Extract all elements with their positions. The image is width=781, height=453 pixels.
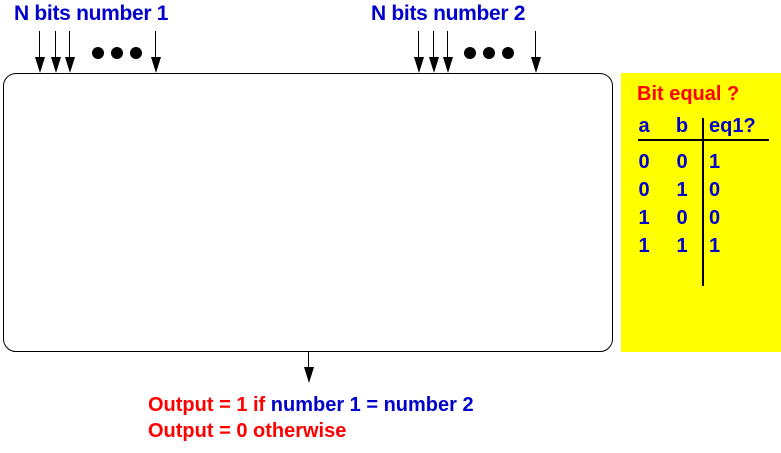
arrow-head	[442, 57, 453, 73]
input-arrow-right-2	[428, 31, 439, 73]
ellipsis-dot-right-3	[502, 47, 514, 59]
arrow-head	[150, 57, 161, 73]
input-arrow-left-1	[34, 31, 45, 73]
cell-a: 0	[638, 151, 650, 173]
cell-eq1: 1	[709, 151, 721, 173]
arrow-stem	[534, 31, 537, 57]
ellipsis-dot-right-2	[483, 47, 495, 59]
output-caption-line-2: Output = 0 otherwise	[148, 418, 474, 444]
output-line-2-otherwise: Output = 0 otherwise	[148, 420, 347, 442]
arrow-head	[50, 57, 61, 73]
input-arrow-left-2	[50, 31, 61, 73]
truth-table-panel: Bit equal ? a b eq1? 0 0 1 0 1 0 1 0 0 1…	[621, 73, 781, 352]
cell-a: 1	[638, 207, 650, 229]
output-line-1-expression: number 1 = number 2	[270, 394, 474, 416]
arrow-head	[530, 57, 541, 73]
input-label-number-2: N bits number 2	[371, 2, 526, 25]
input-arrow-right-3	[442, 31, 453, 73]
arrow-head	[303, 367, 314, 383]
cell-eq1: 1	[709, 235, 721, 257]
ellipsis-dot-left-3	[130, 47, 142, 59]
ellipsis-dot-right-1	[464, 47, 476, 59]
output-caption: Output = 1 if number 1 = number 2 Output…	[148, 392, 474, 444]
input-arrow-left-4	[150, 31, 161, 73]
arrow-stem	[307, 352, 310, 372]
arrow-stem	[38, 31, 41, 57]
input-label-number-1: N bits number 1	[14, 2, 169, 25]
arrow-stem	[54, 31, 57, 57]
cell-eq1: 0	[709, 207, 721, 229]
ellipsis-dot-left-2	[111, 47, 123, 59]
output-caption-line-1: Output = 1 if number 1 = number 2	[148, 392, 474, 418]
arrow-stem	[417, 31, 420, 57]
input-arrow-left-3	[64, 31, 75, 73]
arrow-head	[413, 57, 424, 73]
arrow-stem	[446, 31, 449, 57]
arrow-head	[34, 57, 45, 73]
cell-b: 1	[676, 179, 688, 201]
cell-b: 1	[676, 235, 688, 257]
arrow-stem	[432, 31, 435, 57]
truth-table-column-divider	[702, 118, 704, 286]
cell-eq1: 0	[709, 179, 721, 201]
arrow-head	[428, 57, 439, 73]
comparator-block	[3, 73, 613, 352]
ellipsis-dot-left-1	[92, 47, 104, 59]
truth-table-header-b: b	[675, 115, 689, 137]
arrow-head	[64, 57, 75, 73]
arrow-stem	[68, 31, 71, 57]
truth-table-header-a: a	[638, 115, 650, 137]
arrow-stem	[154, 31, 157, 57]
cell-a: 0	[638, 179, 650, 201]
input-arrow-right-1	[413, 31, 424, 73]
cell-a: 1	[638, 235, 650, 257]
output-line-1-condition: Output = 1 if	[148, 394, 266, 416]
truth-table-header-eq1: eq1?	[709, 115, 756, 137]
cell-b: 0	[676, 151, 688, 173]
truth-table-title: Bit equal ?	[637, 83, 740, 105]
output-arrow	[303, 352, 314, 383]
cell-b: 0	[676, 207, 688, 229]
input-arrow-right-4	[530, 31, 541, 73]
